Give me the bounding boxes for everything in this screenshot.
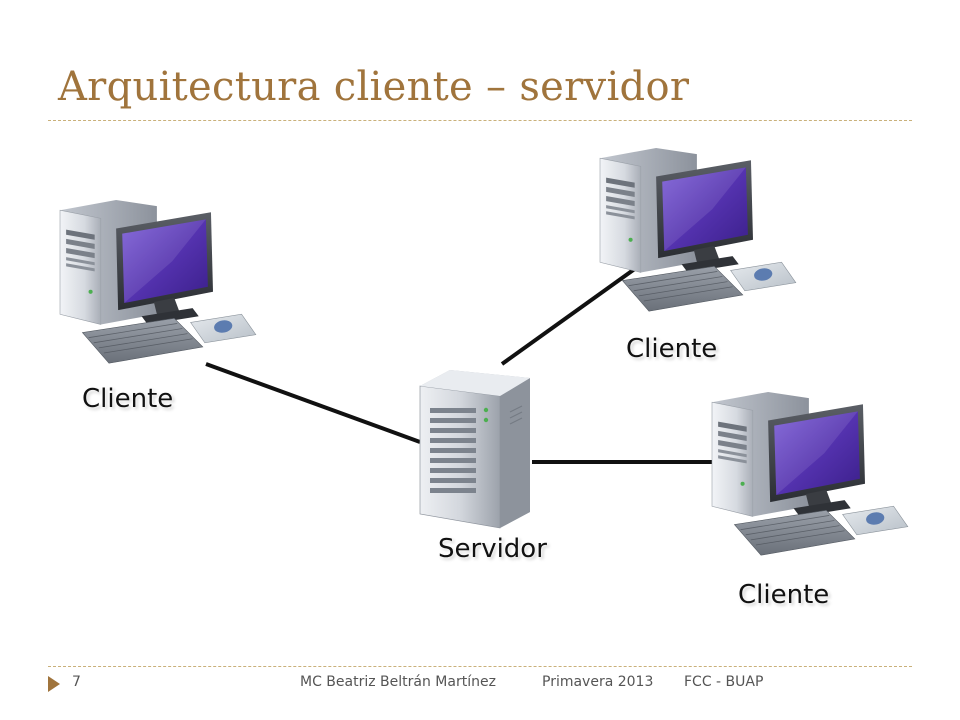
link-server-client-left (205, 362, 421, 444)
client-computer-left (59, 199, 257, 364)
link-server-client-top-right (500, 266, 638, 366)
page-number: 7 (72, 674, 81, 690)
footer-bullet-icon (48, 676, 60, 692)
slide-title: Arquitectura cliente – servidor (58, 64, 690, 110)
client-computer-top-right (599, 147, 797, 312)
desktop-computer-icon (711, 391, 909, 556)
desktop-computer-icon (59, 199, 257, 364)
title-divider (48, 120, 912, 121)
footer-institution: FCC - BUAP (684, 674, 764, 690)
desktop-computer-icon (599, 147, 797, 312)
footer-divider (48, 666, 912, 667)
client-label-bottom-right: Cliente (738, 580, 830, 610)
server-tower (419, 369, 531, 529)
server-tower-icon (419, 369, 531, 529)
client-computer-bottom-right (711, 391, 909, 556)
footer-term: Primavera 2013 (542, 674, 654, 690)
client-label-top-right: Cliente (626, 334, 718, 364)
footer-author: MC Beatriz Beltrán Martínez (300, 674, 496, 690)
client-label-left: Cliente (82, 384, 174, 414)
server-label: Servidor (438, 534, 547, 564)
